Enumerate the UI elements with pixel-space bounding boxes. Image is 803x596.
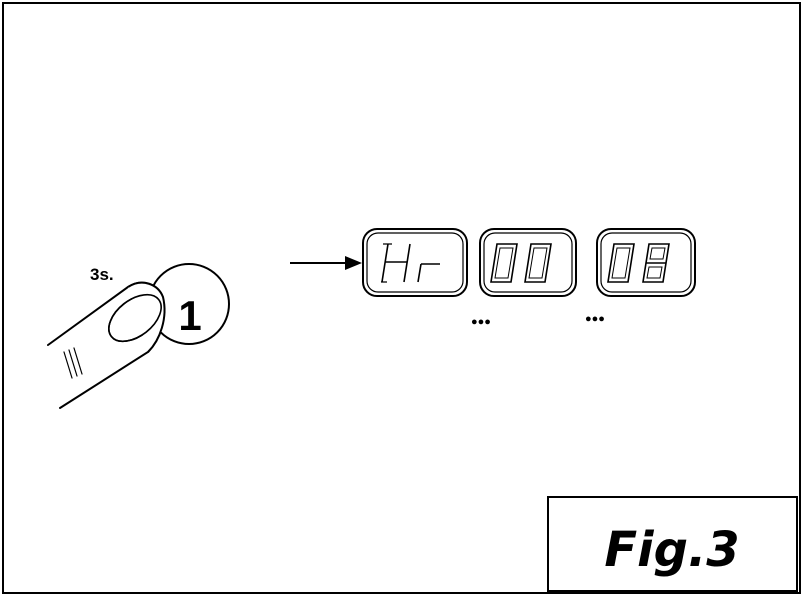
display-panel-1: Hr [362, 228, 468, 297]
duration-label: 3s. [90, 265, 114, 284]
segment-glyph-r [417, 263, 440, 283]
segment-glyph-0 [524, 243, 552, 283]
figure-label-box: Fig.3 [547, 496, 798, 592]
segment-glyph-H [381, 243, 411, 283]
separator-dots-2: ●●● [585, 313, 605, 325]
fingertip-outline [127, 281, 166, 353]
separator-dots-1: ●●● [471, 316, 491, 328]
display-panel-3: 08 [596, 228, 696, 297]
segment-glyph-0 [607, 243, 635, 283]
segment-glyph-8 [642, 243, 670, 283]
display-panel-1-value: Hr [415, 279, 417, 281]
display-panel-3-value: 08 [646, 279, 648, 281]
button-1-label: 1 [178, 292, 201, 339]
display-panel-2-value: 00 [528, 279, 530, 281]
display-panel-2: 00 [479, 228, 577, 297]
arrow-right-icon [290, 256, 362, 270]
figure-label: Fig.3 [604, 522, 739, 578]
fingernail [108, 293, 162, 343]
segment-glyph-0 [490, 243, 518, 283]
